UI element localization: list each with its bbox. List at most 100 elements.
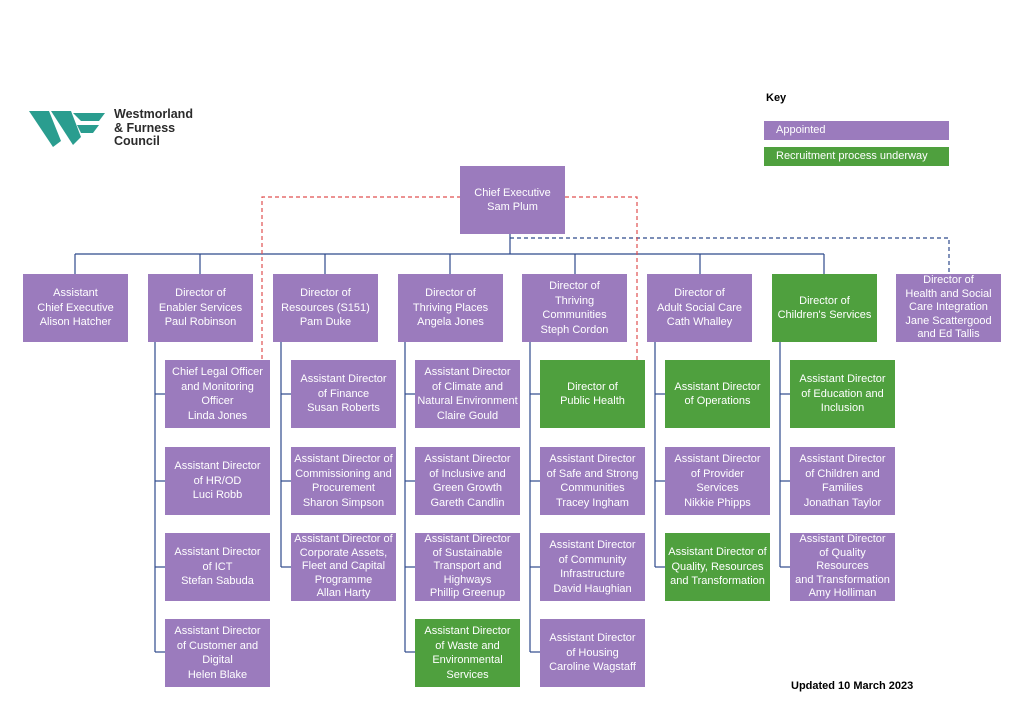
- box-line: of Quality: [819, 546, 866, 559]
- box-line: Assistant Director: [549, 453, 636, 465]
- assistant-director-box: Assistant Director of Corporate Assets, …: [291, 533, 396, 601]
- box-line: David Haughian: [553, 582, 632, 595]
- box-line: Health and Social: [905, 287, 992, 300]
- box-line: of Finance: [317, 387, 370, 400]
- box-line: Tracey Ingham: [556, 496, 629, 509]
- box-line: of Provider: [690, 467, 745, 480]
- box-line: Assistant Director: [424, 366, 511, 378]
- box-line: of HR/OD: [193, 474, 242, 487]
- box-line: Assistant Director: [424, 625, 511, 637]
- box-line: Quality, Resources: [671, 560, 764, 573]
- box-line: Director of: [300, 287, 351, 300]
- box-line: Assistant Director: [674, 380, 761, 393]
- box-line: Services: [696, 482, 739, 494]
- assistant-director-box: Assistant Director of Sustainable Transp…: [415, 533, 520, 601]
- box-line: of Waste and: [435, 639, 500, 652]
- assistant-director-box: Assistant Director of Education and Incl…: [790, 360, 895, 428]
- box-line: Corporate Assets,: [299, 546, 388, 559]
- assistant-director-box: Assistant Director of Climate and Natura…: [415, 360, 520, 428]
- box-line: Nikkie Phipps: [684, 496, 751, 509]
- box-line: Assistant Director of: [294, 533, 393, 546]
- box-line: Communities: [560, 482, 625, 494]
- council-name: Westmorland & Furness Council: [114, 107, 193, 149]
- box-line: of ICT: [202, 560, 233, 573]
- box-line: Procurement: [312, 482, 375, 494]
- assistant-director-box: Assistant Director of Safe and Strong Co…: [540, 447, 645, 515]
- assistant-director-box: Assistant Director of Community Infrastr…: [540, 533, 645, 601]
- box-line: Assistant Director: [424, 533, 511, 546]
- box-line: Thriving: [554, 294, 595, 307]
- box-line: Highways: [443, 573, 492, 586]
- box-line: Natural Environment: [417, 395, 518, 407]
- box-line: Chief Executive: [37, 301, 114, 314]
- box-line: Steph Cordon: [540, 323, 609, 336]
- box-line: Luci Robb: [192, 489, 243, 502]
- box-line: Assistant Director: [799, 373, 886, 386]
- box-line: and Transformation: [670, 575, 765, 588]
- box-line: Helen Blake: [187, 668, 248, 681]
- key-appointed: Appointed: [764, 121, 949, 140]
- box-line: Assistant Director: [174, 546, 261, 559]
- director-box-assistant-chief-executive: Assistant Chief Executive Alison Hatcher: [23, 274, 128, 342]
- box-line: Chief Legal Officer: [172, 366, 263, 378]
- box-line: Infrastructure: [560, 568, 625, 580]
- assistant-director-box: Assistant Director of HR/OD Luci Robb: [165, 447, 270, 515]
- director-box-adult-social-care: Director of Adult Social Care Cath Whall…: [647, 274, 752, 342]
- box-line: Alison Hatcher: [39, 316, 112, 329]
- chief-executive-box: Chief Executive Sam Plum: [460, 166, 565, 234]
- assistant-director-box: Assistant Director of Quality, Resources…: [665, 533, 770, 601]
- assistant-director-box: Assistant Director of Finance Susan Robe…: [291, 360, 396, 428]
- council-name-line: Council: [114, 134, 160, 148]
- box-line: Claire Gould: [436, 409, 499, 422]
- box-line: Chief Executive: [474, 186, 551, 199]
- box-line: Director of: [923, 274, 974, 287]
- box-line: Resources: [816, 560, 869, 573]
- assistant-director-box: Assistant Director of Operations: [665, 360, 770, 428]
- assistant-director-box: Assistant Director of Waste and Environm…: [415, 619, 520, 687]
- box-line: Pam Duke: [299, 316, 352, 329]
- box-line: Assistant Director: [424, 453, 511, 465]
- box-line: Children's Services: [777, 309, 872, 321]
- box-line: Digital: [202, 654, 233, 666]
- director-box-health-social-care-integration: Director of Health and Social Care Integ…: [896, 274, 1001, 342]
- box-line: Services: [446, 668, 489, 681]
- box-line: Sharon Simpson: [302, 496, 385, 509]
- box-line: of Inclusive and: [429, 467, 506, 480]
- box-line: and Transformation: [795, 573, 890, 586]
- box-line: Inclusion: [820, 402, 865, 415]
- box-line: Fleet and Capital: [301, 560, 386, 573]
- assistant-director-box: Assistant Director of Commissioning and …: [291, 447, 396, 515]
- box-line: Director of: [674, 287, 725, 300]
- box-line: Director of: [799, 294, 850, 307]
- box-line: of Sustainable: [432, 546, 503, 559]
- box-line: Susan Roberts: [307, 402, 380, 415]
- box-line: Officer: [201, 395, 234, 407]
- box-line: Assistant Director of: [668, 546, 767, 559]
- box-line: Assistant Director: [674, 453, 761, 465]
- box-line: of Customer and: [176, 639, 259, 652]
- box-line: of Children and: [805, 467, 880, 480]
- box-line: Environmental: [432, 654, 503, 666]
- updated-date: Updated 10 March 2023: [791, 680, 914, 692]
- assistant-director-box: Assistant Director of ICT Stefan Sabuda: [165, 533, 270, 601]
- assistant-director-box: Assistant Director of Housing Caroline W…: [540, 619, 645, 687]
- box-line: Jane Scattergood: [905, 314, 992, 327]
- box-line: Stefan Sabuda: [181, 575, 254, 588]
- box-line: Assistant Director: [174, 625, 261, 637]
- council-logo: [29, 111, 105, 147]
- box-line: Adult Social Care: [657, 301, 742, 314]
- box-line: Assistant Director: [549, 632, 636, 645]
- assistant-director-box: Assistant Director of Children and Famil…: [790, 447, 895, 515]
- director-box-thriving-places: Director of Thriving Places Angela Jones: [398, 274, 503, 342]
- box-line: of Climate and: [432, 380, 503, 393]
- box-line: Director of: [425, 287, 476, 300]
- box-line: and Ed Tallis: [917, 328, 980, 341]
- box-line: Programme: [314, 573, 373, 586]
- box-line: of Housing: [566, 646, 619, 659]
- box-line: Linda Jones: [187, 409, 248, 422]
- box-line: Jonathan Taylor: [803, 496, 882, 509]
- box-line: of Safe and Strong: [546, 467, 639, 480]
- box-line: Cath Whalley: [666, 316, 733, 329]
- director-box-thriving-communities: Director of Thriving Communities Steph C…: [522, 274, 627, 342]
